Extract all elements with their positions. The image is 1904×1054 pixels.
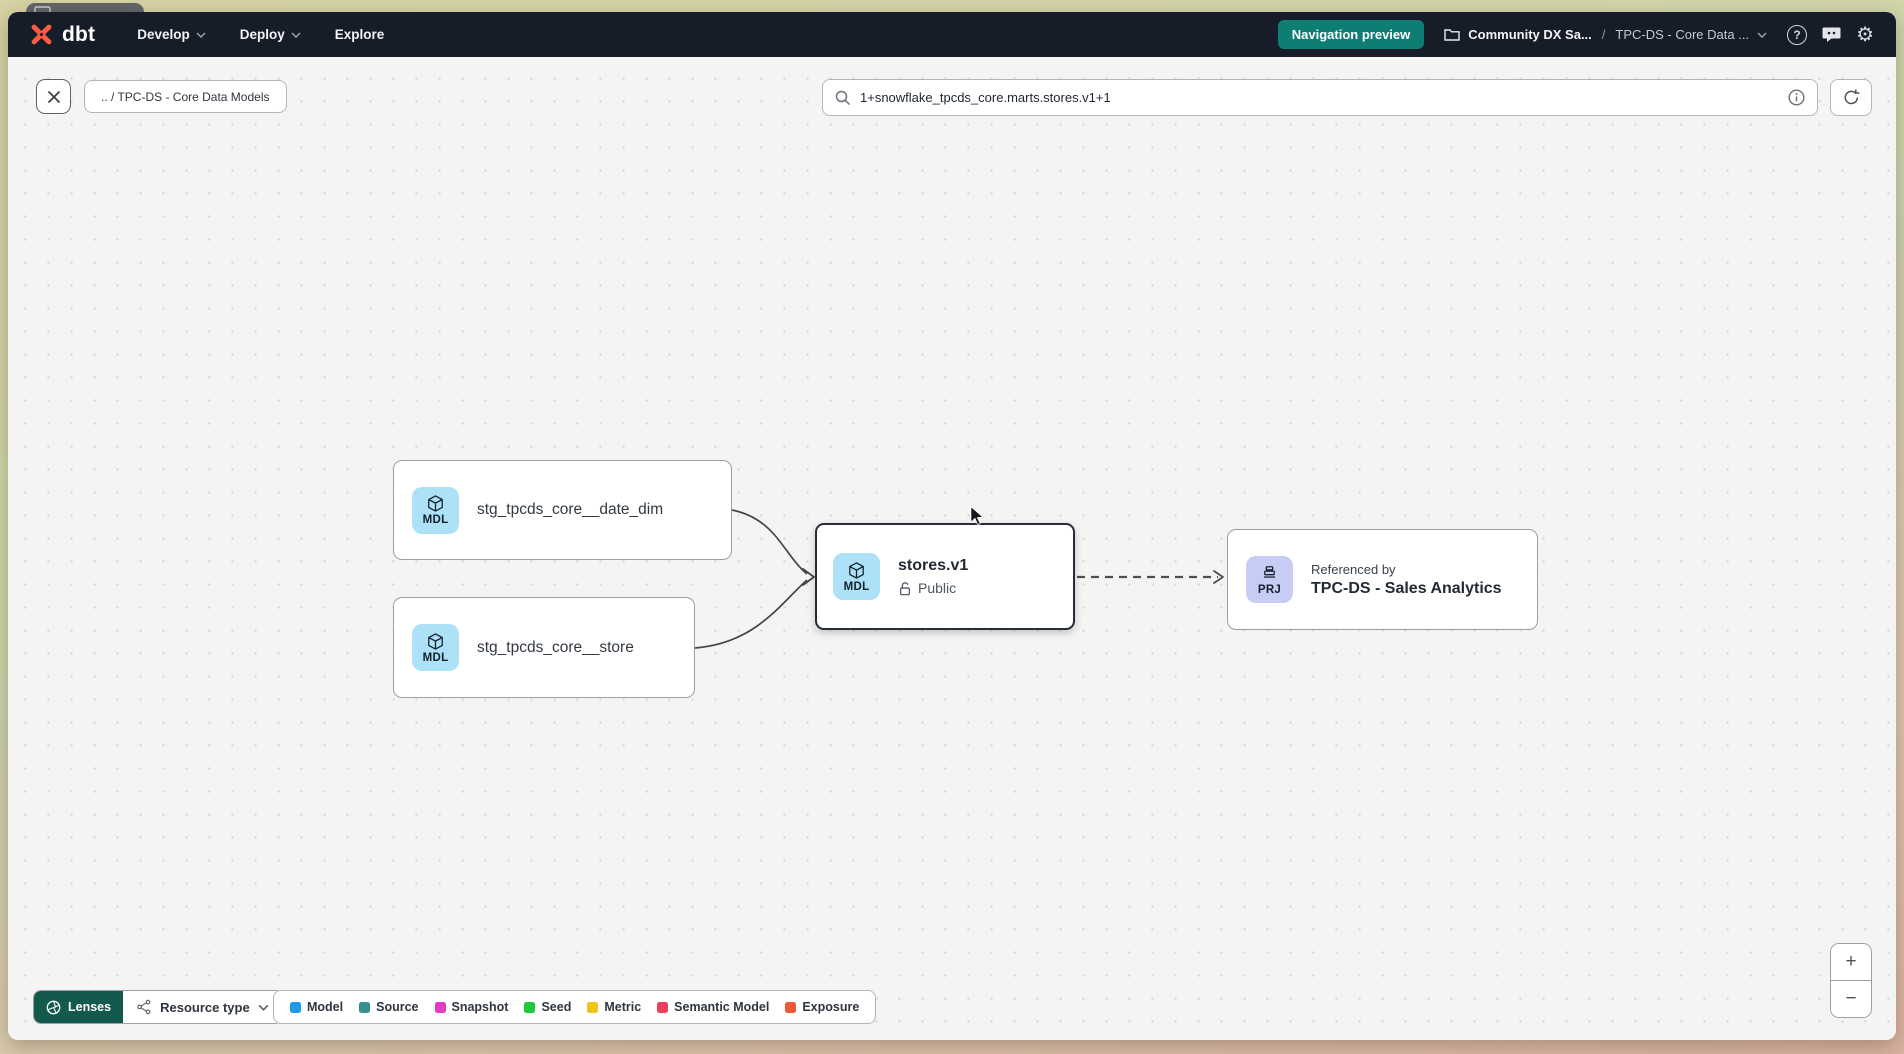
- model-badge: MDL: [412, 624, 459, 671]
- refresh-icon: [1843, 89, 1859, 105]
- legend-label: Model: [307, 1000, 344, 1014]
- legend-item-source: Source: [359, 1000, 419, 1014]
- badge-label: PRJ: [1257, 583, 1282, 596]
- zoom-out-button[interactable]: −: [1831, 981, 1871, 1017]
- legend-item-model: Model: [290, 1000, 343, 1014]
- close-lineage-button[interactable]: [36, 79, 71, 114]
- legend-label: Source: [376, 1000, 419, 1014]
- lens-aperture-icon: [46, 1000, 61, 1014]
- breadcrumb-chip[interactable]: .. / TPC-DS - Core Data Models: [84, 80, 287, 113]
- cube-icon: [428, 632, 443, 650]
- node-stores-v1-selected[interactable]: MDL stores.v1 Public: [815, 523, 1075, 630]
- legend-item-seed: Seed: [524, 1000, 571, 1014]
- project-stack-icon: [1263, 565, 1276, 578]
- legend-label: Exposure: [802, 1000, 860, 1014]
- folder-icon: [1444, 29, 1460, 41]
- zoom-controls: + −: [1830, 943, 1872, 1018]
- top-navbar: dbt Develop Deploy Explore Navigation pr…: [8, 12, 1896, 57]
- refresh-button[interactable]: [1830, 79, 1872, 116]
- app-window: dbt Develop Deploy Explore Navigation pr…: [8, 12, 1896, 1040]
- resource-graph-icon: [137, 999, 151, 1015]
- resource-type-legend: Model Source Snapshot Seed Metric: [273, 990, 877, 1024]
- info-icon[interactable]: [1788, 89, 1805, 106]
- lineage-canvas[interactable]: .. / TPC-DS - Core Data Models: [8, 57, 1896, 1040]
- model-badge: MDL: [412, 486, 459, 534]
- zoom-in-button[interactable]: +: [1831, 944, 1871, 981]
- close-icon: [47, 90, 60, 103]
- access-row: Public: [898, 580, 968, 596]
- chevron-down-icon: [291, 31, 301, 38]
- breadcrumb-project[interactable]: TPC-DS - Core Data ...: [1615, 27, 1750, 42]
- menu-explore[interactable]: Explore: [335, 27, 385, 42]
- breadcrumb-account[interactable]: Community DX Sa...: [1468, 27, 1592, 42]
- chevron-down-icon: [196, 31, 206, 38]
- navigation-preview-badge[interactable]: Navigation preview: [1277, 20, 1425, 49]
- menu-deploy[interactable]: Deploy: [240, 27, 301, 42]
- source-swatch: [359, 1001, 371, 1013]
- node-label: stg_tpcds_core__store: [477, 638, 634, 656]
- badge-label: MDL: [422, 514, 449, 526]
- lenses-toolbar: Lenses Resource type: [33, 990, 283, 1024]
- chevron-down-icon: [258, 1004, 269, 1011]
- node-label: stg_tpcds_core__date_dim: [477, 501, 664, 518]
- exposure-swatch: [785, 1001, 797, 1013]
- seed-swatch: [524, 1001, 536, 1013]
- resource-type-label: Resource type: [160, 999, 250, 1015]
- legend-label: Seed: [541, 1000, 572, 1014]
- semantic-model-swatch: [657, 1001, 669, 1013]
- feedback-icon[interactable]: [1822, 26, 1841, 43]
- badge-label: MDL: [843, 580, 870, 593]
- resource-type-dropdown[interactable]: Resource type: [123, 991, 282, 1023]
- model-swatch: [290, 1001, 301, 1013]
- legend-item-exposure: Exposure: [785, 1000, 859, 1014]
- lenses-label: Lenses: [68, 1000, 112, 1014]
- node-title: TPC-DS - Sales Analytics: [1311, 579, 1502, 597]
- project-badge: PRJ: [1246, 556, 1293, 603]
- node-stg-tpcds-core-store[interactable]: MDL stg_tpcds_core__store: [393, 597, 695, 698]
- search-icon: [835, 90, 851, 105]
- lineage-search: [822, 79, 1818, 116]
- node-text: stores.v1 Public: [898, 557, 968, 596]
- settings-gear-icon[interactable]: ⚙: [1856, 23, 1874, 46]
- lenses-button[interactable]: Lenses: [34, 991, 124, 1023]
- chevron-down-icon[interactable]: [1757, 31, 1767, 38]
- breadcrumb-separator: /: [1601, 27, 1606, 42]
- main-menu: Develop Deploy Explore: [137, 27, 384, 42]
- node-caption: Referenced by: [1311, 561, 1396, 577]
- legend-label: Semantic Model: [674, 1000, 770, 1014]
- dbt-logo-icon: [31, 24, 52, 45]
- legend-item-snapshot: Snapshot: [434, 1000, 509, 1014]
- badge-label: MDL: [422, 651, 449, 664]
- menu-deploy-label: Deploy: [239, 27, 285, 42]
- navbar-icons: ? ⚙: [1787, 23, 1874, 46]
- help-icon[interactable]: ?: [1787, 24, 1808, 45]
- menu-explore-label: Explore: [334, 27, 385, 42]
- legend-label: Snapshot: [451, 1000, 509, 1014]
- menu-develop-label: Develop: [137, 27, 190, 42]
- metric-swatch: [587, 1001, 599, 1013]
- snapshot-swatch: [434, 1001, 446, 1013]
- cube-icon: [849, 561, 864, 579]
- project-breadcrumb[interactable]: Community DX Sa... / TPC-DS - Core Data …: [1444, 27, 1767, 42]
- legend-item-metric: Metric: [587, 1000, 641, 1014]
- logo-text: dbt: [62, 22, 96, 46]
- cube-icon: [428, 495, 443, 512]
- navbar-right: Navigation preview Community DX Sa... / …: [1277, 20, 1874, 49]
- lock-open-icon: [899, 581, 911, 595]
- access-label: Public: [918, 580, 957, 596]
- node-stg-tpcds-core-date-dim[interactable]: MDL stg_tpcds_core__date_dim: [393, 460, 732, 560]
- menu-develop[interactable]: Develop: [137, 27, 206, 42]
- node-title: stores.v1: [898, 557, 969, 574]
- model-badge: MDL: [833, 553, 880, 600]
- node-referenced-by-project[interactable]: PRJ Referenced by TPC-DS - Sales Analyti…: [1227, 529, 1538, 630]
- legend-item-semantic-model: Semantic Model: [657, 1000, 769, 1014]
- node-text: Referenced by TPC-DS - Sales Analytics: [1311, 562, 1502, 598]
- dbt-logo[interactable]: dbt: [28, 21, 95, 48]
- legend-label: Metric: [604, 1000, 642, 1014]
- search-input[interactable]: [860, 90, 1779, 105]
